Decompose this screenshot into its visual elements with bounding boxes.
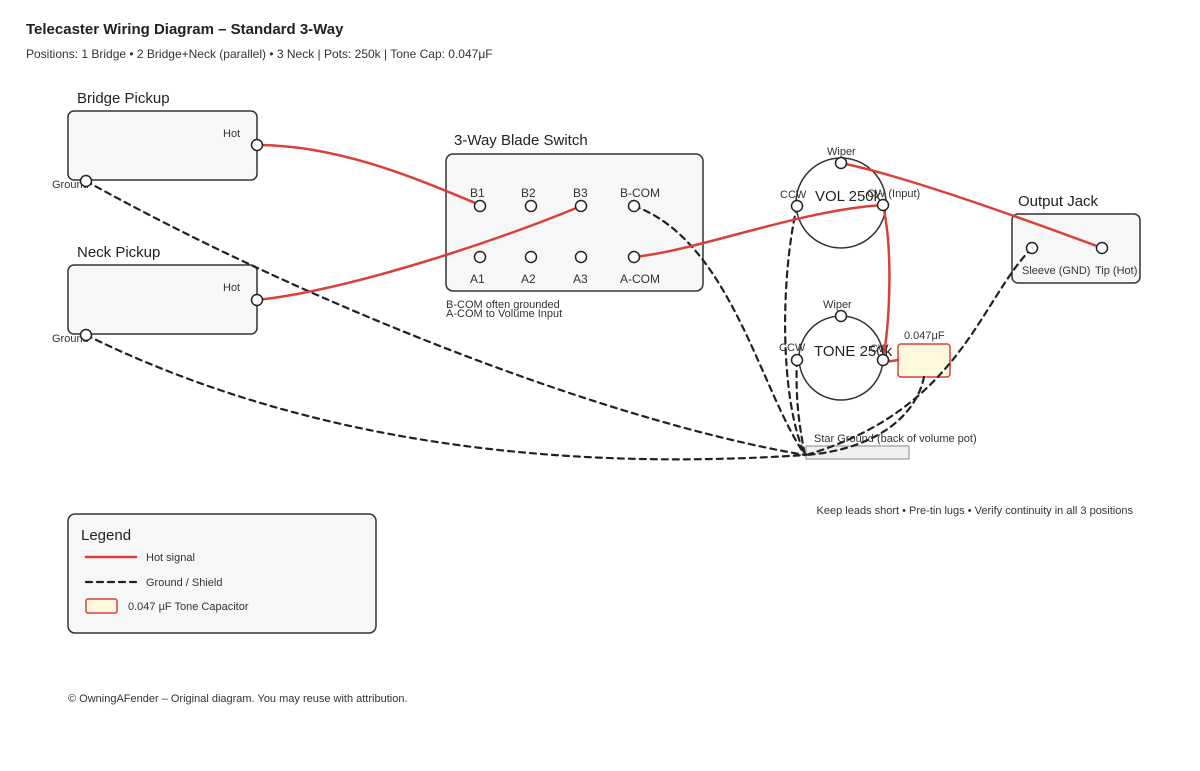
hot-wire-volume-to-tone — [881, 203, 891, 362]
tone-pot: TONE 250k Wiper CCW CW — [779, 299, 893, 401]
neck-pickup-title: Neck Pickup — [77, 244, 160, 261]
neck-ground-terminal — [79, 328, 93, 342]
blade-switch: 3-Way Blade Switch B1 B2 B3 B-COM A1 A2 … — [445, 132, 704, 320]
hot-wire-wiper-to-tip — [839, 161, 1104, 250]
switch-lug-b3-label: B3 — [573, 186, 588, 200]
volume-pot-label: VOL 250k — [815, 188, 882, 205]
volume-wiper-label: Wiper — [827, 146, 856, 158]
switch-terminal-b3 — [574, 199, 588, 213]
legend-cap-swatch — [85, 598, 118, 614]
bridge-hot-label: Hot — [223, 128, 240, 140]
hot-wires — [255, 143, 1104, 363]
neck-hot-terminal — [250, 293, 264, 307]
switch-terminal-a1 — [473, 250, 487, 264]
switch-terminal-a3 — [574, 250, 588, 264]
switch-lug-a1-label: A1 — [470, 272, 485, 286]
bridge-ground-terminal — [79, 174, 93, 188]
output-jack-title: Output Jack — [1018, 193, 1099, 210]
hot-wire-neck-to-b3 — [255, 204, 583, 302]
hot-wire-acom-to-volume — [632, 203, 885, 259]
bridge-hot-terminal — [250, 138, 264, 152]
switch-lug-a3-label: A3 — [573, 272, 588, 286]
legend: Legend Hot signal Ground / Shield 0.047 … — [67, 513, 377, 634]
neck-pickup: Neck Pickup Hot Ground — [52, 244, 258, 345]
ground-wire-capacitor — [804, 375, 926, 457]
switch-note-acom: A-COM to Volume Input — [446, 308, 562, 320]
capacitor-value: 0.047μF — [904, 330, 945, 342]
wiring-tips: Keep leads short • Pre-tin lugs • Verify… — [817, 505, 1134, 517]
volume-pot: VOL 250k Wiper CCW CW (Input) — [780, 146, 920, 249]
bridge-ground-label: Ground — [52, 179, 89, 191]
switch-note-bcom: B-COM often grounded — [446, 299, 560, 311]
bridge-pickup: Bridge Pickup Hot Ground — [52, 90, 258, 191]
tone-wiper-label: Wiper — [823, 299, 852, 311]
switch-lug-b2-label: B2 — [521, 186, 536, 200]
switch-terminal-b1 — [473, 199, 487, 213]
volume-cw-terminal — [876, 198, 890, 212]
ground-wire-tone-ccw — [795, 358, 807, 457]
output-jack-body — [1011, 213, 1141, 284]
tone-pot-label: TONE 250k — [814, 343, 893, 360]
legend-hot-label: Hot signal — [146, 552, 195, 564]
legend-ground-label: Ground / Shield — [146, 577, 222, 589]
neck-ground-label: Ground — [52, 333, 89, 345]
tone-ccw-terminal — [790, 353, 804, 367]
ground-wire-bcom — [632, 204, 807, 457]
ground-wire-volume-ccw — [784, 204, 807, 457]
tone-wiper-terminal — [834, 309, 848, 323]
footer-credit: © OwningAFender – Original diagram. You … — [68, 693, 408, 705]
legend-box — [67, 513, 377, 634]
jack-sleeve-label: Sleeve (GND) — [1022, 265, 1090, 277]
switch-lug-acom-label: A-COM — [620, 272, 660, 286]
switch-lug-bcom-label: B-COM — [620, 186, 660, 200]
switch-terminal-acom — [627, 250, 641, 264]
switch-terminal-b2 — [524, 199, 538, 213]
jack-sleeve-terminal — [1025, 241, 1039, 255]
neck-hot-label: Hot — [223, 282, 240, 294]
ground-wire-jack-sleeve — [804, 246, 1034, 457]
tone-cw-terminal — [876, 353, 890, 367]
jack-tip-terminal — [1095, 241, 1109, 255]
hot-wire-bridge-to-b1 — [255, 143, 482, 207]
bridge-pickup-title: Bridge Pickup — [77, 90, 170, 107]
switch-terminal-a2 — [524, 250, 538, 264]
switch-terminal-bcom — [627, 199, 641, 213]
volume-ccw-label: CCW — [780, 189, 807, 201]
switch-lug-a2-label: A2 — [521, 272, 536, 286]
volume-wiper-terminal — [834, 156, 848, 170]
tone-ccw-label: CCW — [779, 342, 806, 354]
volume-cw-label: CW (Input) — [867, 188, 920, 200]
page-title: Telecaster Wiring Diagram – Standard 3-W… — [26, 21, 344, 38]
output-jack: Output Jack Sleeve (GND) Tip (Hot) — [1011, 193, 1141, 284]
page-subtitle: Positions: 1 Bridge • 2 Bridge+Neck (par… — [26, 47, 493, 61]
ground-wire-bridge — [84, 179, 807, 457]
bridge-pickup-body — [67, 110, 258, 181]
switch-title: 3-Way Blade Switch — [454, 132, 588, 149]
terminals — [79, 138, 1109, 367]
legend-cap-label: 0.047 μF Tone Capacitor — [128, 601, 249, 613]
switch-lug-b1-label: B1 — [470, 186, 485, 200]
star-ground-lug — [805, 445, 910, 460]
ground-wires — [84, 179, 1034, 461]
volume-ccw-terminal — [790, 199, 804, 213]
jack-tip-label: Tip (Hot) — [1095, 265, 1137, 277]
star-ground-label: Star Ground (back of volume pot) — [814, 433, 977, 445]
neck-pickup-body — [67, 264, 258, 335]
ground-wire-neck — [84, 333, 807, 461]
legend-title: Legend — [81, 527, 131, 544]
